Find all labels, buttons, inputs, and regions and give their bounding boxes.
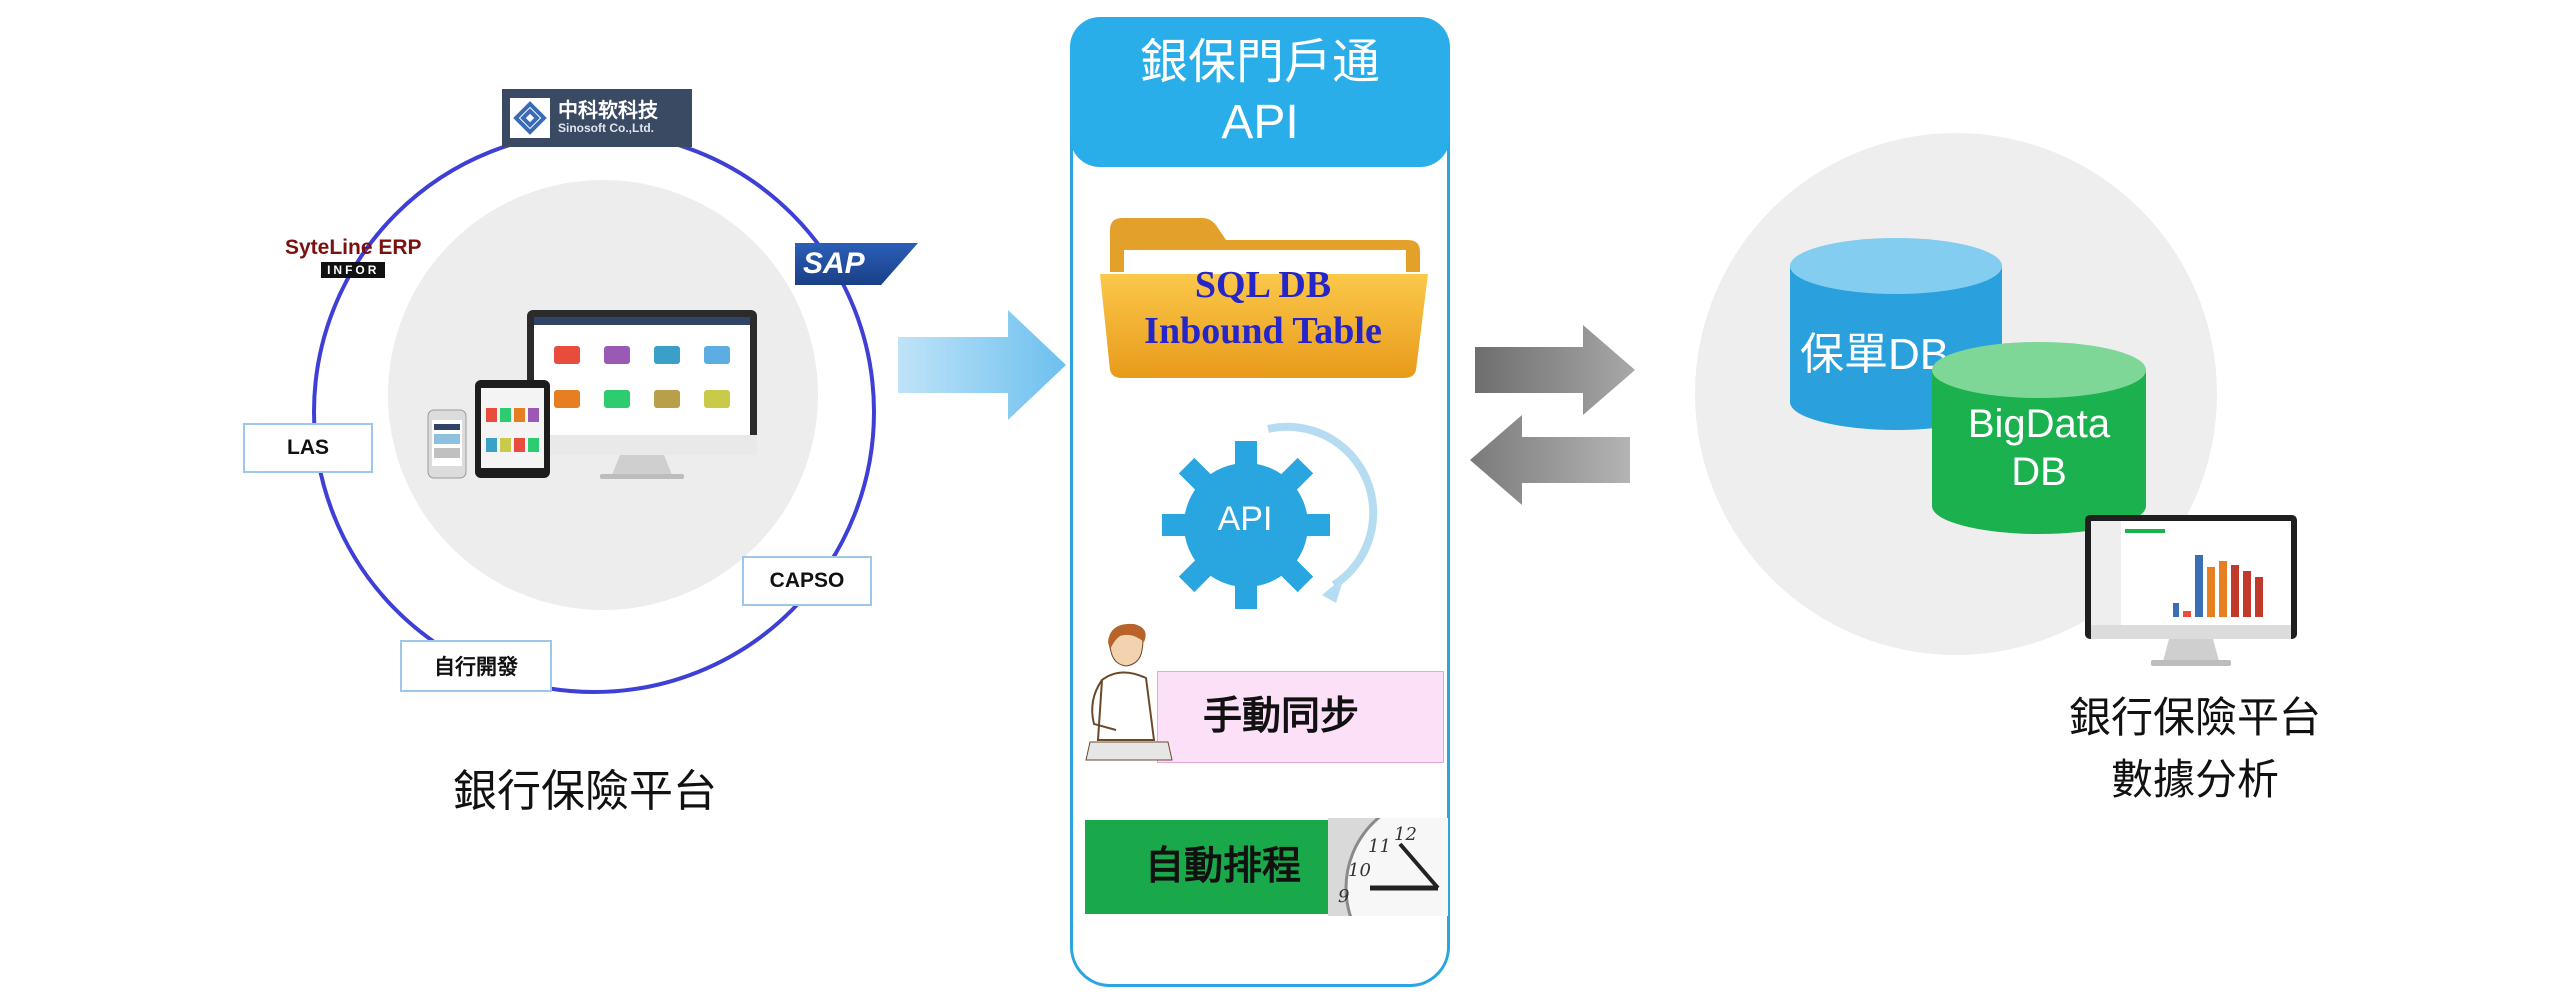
right-caption-line2: 數據分析 (2110, 756, 2279, 803)
analytics-dashboard-icon (2085, 515, 2297, 666)
svg-text:9: 9 (1338, 886, 1349, 907)
bigdata-db-label: BigData DB (1930, 400, 2148, 496)
person-at-desk-icon (1085, 623, 1173, 761)
panel-header: 銀保門戶通 API (1070, 17, 1450, 167)
right-caption: 銀行保險平台 數據分析 (2030, 687, 2360, 811)
api-gear-icon (1162, 422, 1378, 609)
sinosoft-logo: 中科软科技 Sinosoft Co.,Ltd. (502, 89, 692, 147)
sql-db-line1: SQL DB (1194, 264, 1332, 306)
panel-subtitle: API (1221, 96, 1299, 149)
bigdata-db-line2: DB (2011, 450, 2067, 494)
gear-api-label: API (1217, 500, 1273, 538)
sql-db-line2: Inbound Table (1144, 310, 1382, 352)
svg-text:12: 12 (1394, 824, 1417, 845)
self-dev-box: 自行開發 (400, 640, 552, 692)
bigdata-db-line1: BigData (1967, 402, 2111, 446)
right-caption-line1: 銀行保險平台 (2068, 694, 2321, 741)
sap-logo: SAP (795, 243, 918, 285)
syteline-name: SyteLine ERP (285, 236, 422, 259)
arrow-right-icon (898, 310, 1066, 420)
bigdata-db-icon (1932, 342, 2146, 534)
sinosoft-mark-icon (510, 98, 550, 138)
sql-db-label: SQL DB Inbound Table (1098, 262, 1428, 354)
policy-db-label: 保單DB (1800, 330, 1950, 379)
sinosoft-name: 中科软科技 (558, 100, 658, 123)
arrow-right-gray-icon (1475, 325, 1635, 415)
responsive-devices-icon (427, 310, 757, 479)
folder-icon (1100, 218, 1428, 378)
las-box: LAS (243, 423, 373, 473)
panel-title: 銀保門戶通 (1139, 36, 1380, 89)
syteline-erp-logo: SyteLine ERP INFOR (285, 236, 422, 279)
sinosoft-subtitle: Sinosoft Co.,Ltd. (558, 121, 654, 136)
left-caption: 銀行保險平台 (453, 767, 717, 816)
capso-box: CAPSO (742, 556, 872, 606)
svg-text:10: 10 (1348, 860, 1371, 881)
svg-text:11: 11 (1368, 836, 1391, 857)
arrow-left-gray-icon (1470, 415, 1630, 505)
infor-badge: INFOR (321, 262, 386, 278)
manual-sync-box: 手動同步 (1157, 671, 1444, 763)
